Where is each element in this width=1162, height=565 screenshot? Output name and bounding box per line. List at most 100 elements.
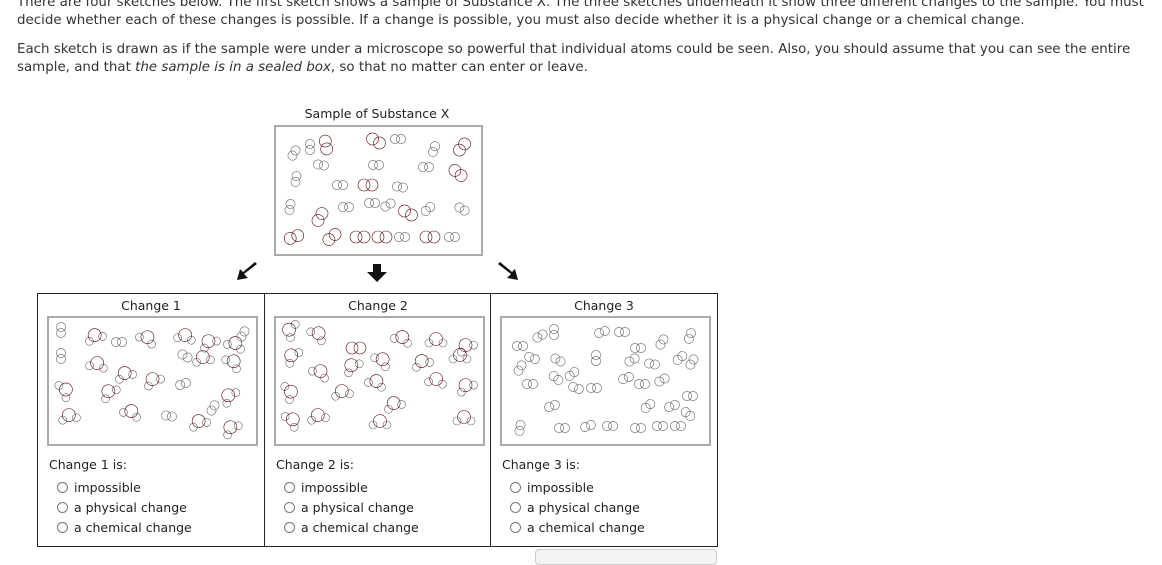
o2-molecule xyxy=(419,230,441,244)
h2-molecule xyxy=(364,198,380,208)
change-1-option-chemical[interactable]: a chemical change xyxy=(57,520,192,535)
h2-molecule xyxy=(420,202,436,216)
change-3-label: Change 3 is: xyxy=(502,457,580,472)
o2-molecule xyxy=(311,207,329,227)
o2-molecule xyxy=(398,204,418,222)
change-3-option-physical[interactable]: a physical change xyxy=(510,500,640,515)
change-2-option-impossible[interactable]: impossible xyxy=(284,480,368,495)
h2o-molecule xyxy=(119,404,141,422)
radio-button[interactable] xyxy=(510,482,521,493)
h2-molecule xyxy=(290,171,302,187)
sample-sketch xyxy=(274,125,483,256)
change-1-option-impossible[interactable]: impossible xyxy=(57,480,141,495)
change-1-molecules xyxy=(54,322,250,440)
h2o-molecule xyxy=(223,336,245,354)
h2-molecule xyxy=(514,420,526,436)
h2-molecule xyxy=(177,349,193,363)
change-3-title: Change 3 xyxy=(574,298,634,313)
radio-button[interactable] xyxy=(57,522,68,533)
h2o-molecule xyxy=(189,414,211,432)
h2o-molecule xyxy=(368,414,392,430)
h2-molecule xyxy=(454,202,470,216)
h2-molecule xyxy=(522,379,538,389)
o2-molecule xyxy=(453,137,471,157)
h2o-molecule xyxy=(223,420,243,440)
h2o-molecule xyxy=(308,364,329,383)
h2o-molecule xyxy=(390,330,412,348)
instructions-paragraph-1: There are four sketches below. The first… xyxy=(17,0,1144,28)
h2-molecule xyxy=(580,420,596,432)
h2o-molecule xyxy=(457,378,478,397)
radio-button[interactable] xyxy=(284,502,295,513)
radio-button[interactable] xyxy=(284,522,295,533)
h2-molecule xyxy=(305,139,315,155)
h2-molecule xyxy=(394,232,410,242)
h2-molecule xyxy=(554,423,570,433)
changes-table: Change 1 Change 1 is: impossible a physi… xyxy=(37,293,718,547)
h2-molecule xyxy=(390,134,406,144)
instructions-emphasis: the sample is in a sealed box xyxy=(135,59,331,75)
h2-molecule xyxy=(550,353,566,367)
o2-molecule xyxy=(349,230,371,244)
radio-button[interactable] xyxy=(57,502,68,513)
arrow-down-icon xyxy=(367,264,387,282)
h2-molecule xyxy=(644,358,660,370)
h2o-molecule xyxy=(331,384,354,401)
h2o-molecule xyxy=(384,396,406,414)
o2-molecule xyxy=(283,229,305,245)
change-2-option-chemical[interactable]: a chemical change xyxy=(284,520,419,535)
h2o-molecule xyxy=(280,412,300,432)
h2-molecule xyxy=(368,160,384,170)
h2-molecule xyxy=(544,400,560,412)
o2-molecule xyxy=(448,164,468,182)
h2o-molecule xyxy=(85,356,108,373)
option-label: a chemical change xyxy=(74,520,192,535)
h2o-molecule xyxy=(192,350,215,367)
h2-molecule xyxy=(338,202,354,212)
h2-molecule xyxy=(549,324,559,340)
h2o-molecule xyxy=(452,410,476,426)
change-1-cell: Change 1 Change 1 is: impossible a physi… xyxy=(38,294,264,546)
change-3-option-impossible[interactable]: impossible xyxy=(510,480,594,495)
h2o-molecule xyxy=(457,338,478,357)
h2o-molecule xyxy=(221,388,241,408)
change-1-title: Change 1 xyxy=(121,298,181,313)
h2-molecule xyxy=(564,367,580,381)
o2-molecule xyxy=(345,341,367,355)
sample-molecules xyxy=(283,132,471,246)
h2o-molecule xyxy=(307,408,330,425)
arrow-down-right-icon xyxy=(498,262,518,280)
change-2-title: Change 2 xyxy=(348,298,408,313)
h2-molecule xyxy=(524,352,540,364)
h2-molecule xyxy=(175,378,191,390)
change-2-sketch xyxy=(274,316,485,446)
radio-button[interactable] xyxy=(510,502,521,513)
radio-button[interactable] xyxy=(510,522,521,533)
change-3-molecules xyxy=(512,324,699,436)
change-1-option-physical[interactable]: a physical change xyxy=(57,500,187,515)
h2-molecule xyxy=(654,373,670,387)
h2o-molecule xyxy=(54,381,73,402)
change-2-option-physical[interactable]: a physical change xyxy=(284,500,414,515)
radio-button[interactable] xyxy=(57,482,68,493)
option-label: a chemical change xyxy=(301,520,419,535)
o2-molecule xyxy=(357,178,379,192)
h2o-molecule xyxy=(58,408,81,425)
h2-molecule xyxy=(513,360,527,376)
h2o-molecule xyxy=(424,372,447,389)
h2o-molecule xyxy=(364,374,386,392)
instructions-text-a: Each sketch is drawn as if the sample we… xyxy=(17,42,1131,75)
h2o-molecule xyxy=(85,328,107,346)
radio-button[interactable] xyxy=(284,482,295,493)
h2-molecule xyxy=(685,354,699,370)
h2-molecule xyxy=(392,181,408,193)
h2-molecule xyxy=(672,351,688,365)
h2-molecule xyxy=(206,400,220,416)
change-3-option-chemical[interactable]: a chemical change xyxy=(510,520,645,535)
h2-molecule xyxy=(664,400,680,412)
h2-molecule xyxy=(444,232,460,242)
h2-molecule xyxy=(161,410,177,422)
h2o-molecule xyxy=(135,330,156,349)
h2-molecule xyxy=(418,162,434,172)
h2-molecule xyxy=(618,372,634,384)
